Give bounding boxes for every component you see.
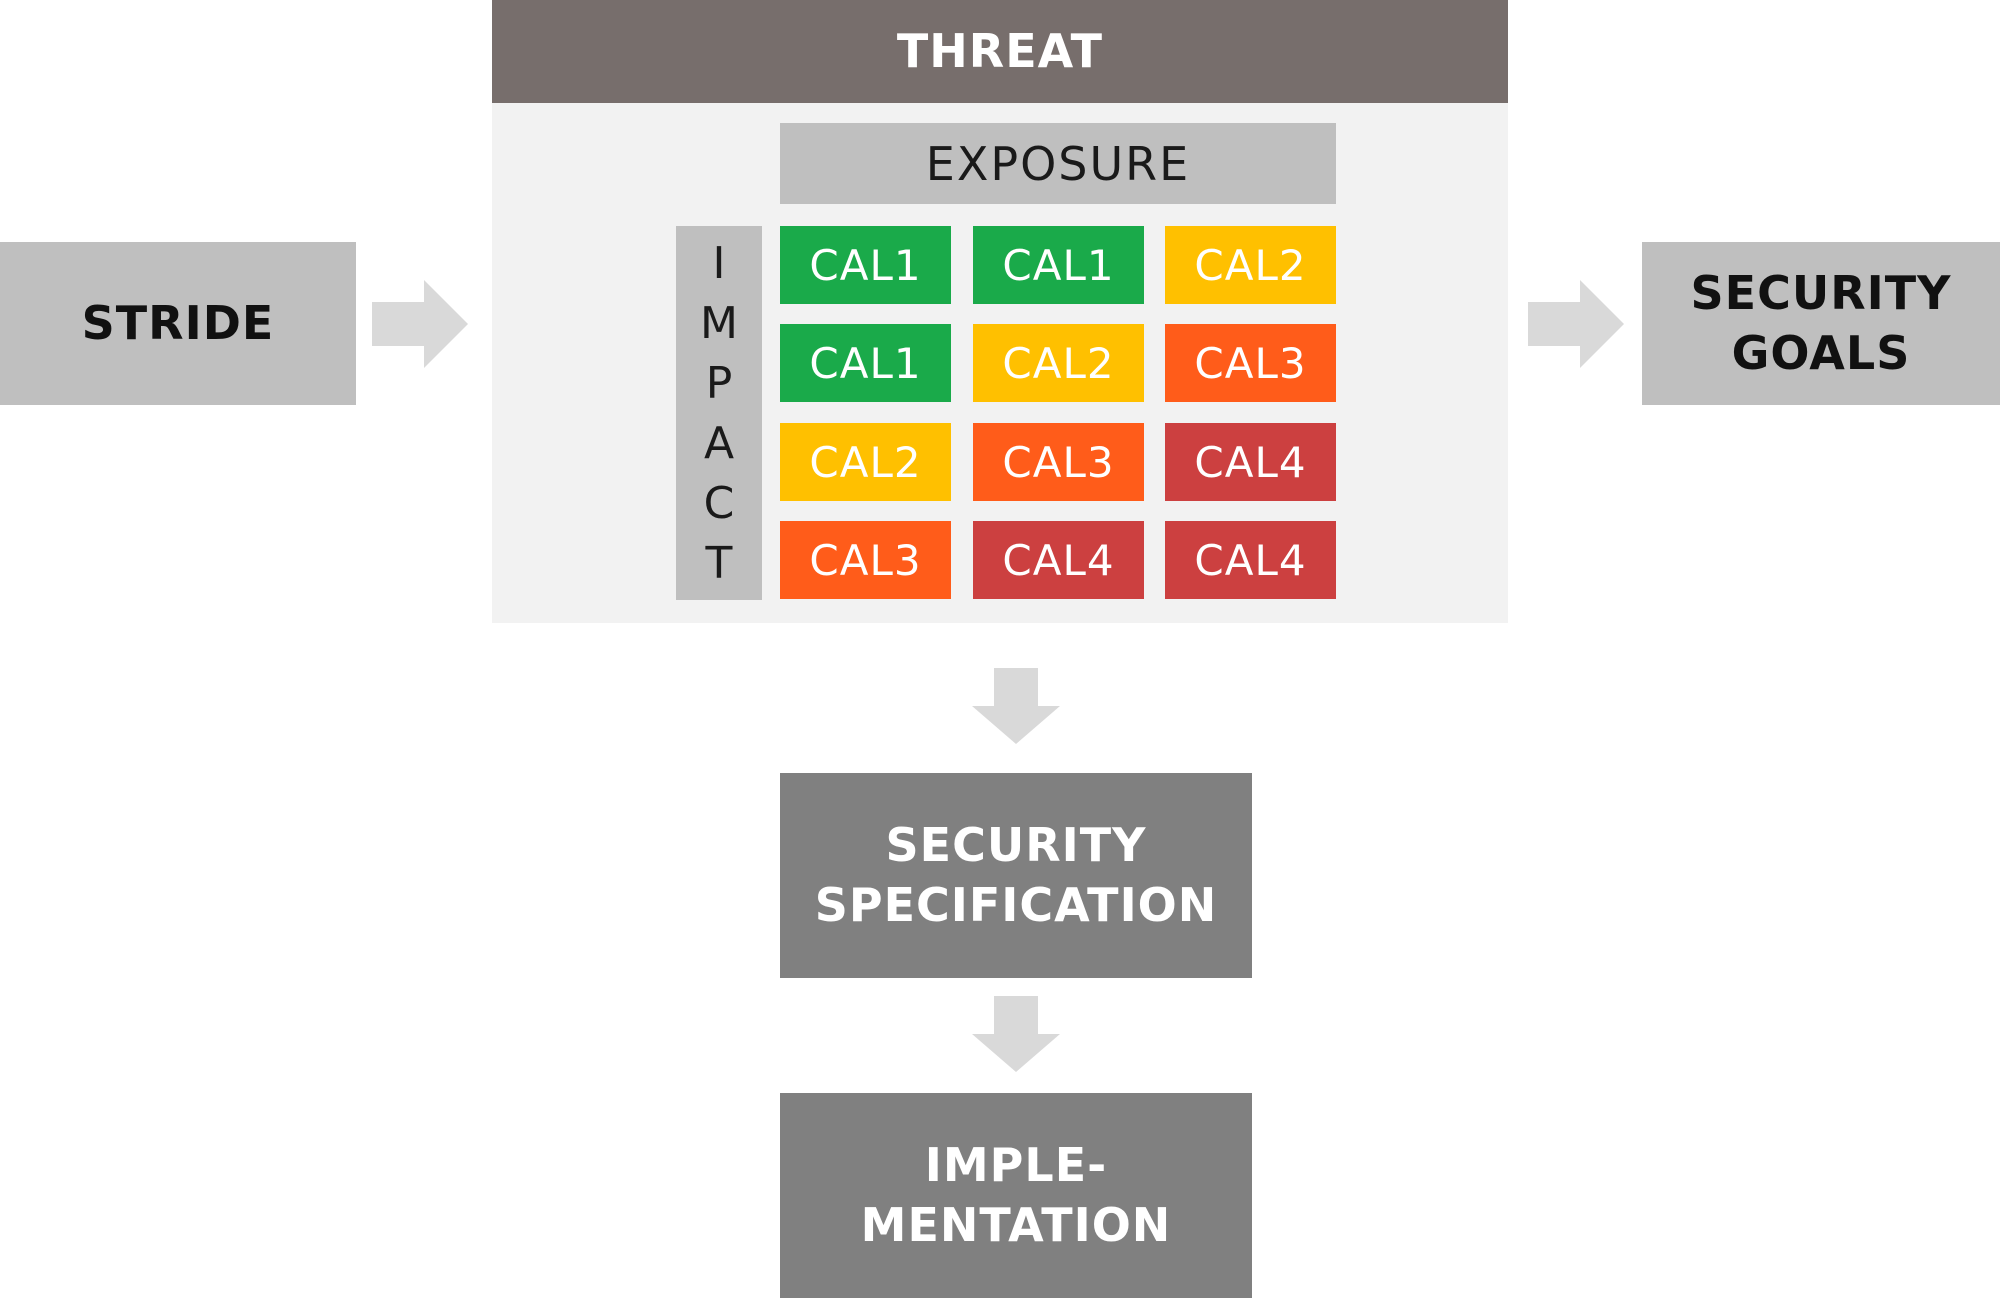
impact-letter: A <box>703 418 735 469</box>
security-goals-line2: GOALS <box>1731 325 1911 380</box>
matrix-cell: CAL1 <box>780 324 951 402</box>
impact-bar: I M P A C T <box>676 226 762 600</box>
matrix-cell: CAL3 <box>973 423 1144 501</box>
right-arrow-icon <box>372 280 468 368</box>
cell-label: CAL2 <box>1002 338 1115 388</box>
cell-label: CAL4 <box>1194 437 1307 487</box>
matrix-cell: CAL4 <box>973 521 1144 599</box>
down-arrow-icon <box>972 996 1060 1072</box>
threat-panel <box>492 0 1508 623</box>
threat-title: THREAT <box>896 23 1104 78</box>
cell-label: CAL1 <box>809 338 922 388</box>
implementation-box: IMPLE- MENTATION <box>780 1093 1252 1298</box>
exposure-label: EXPOSURE <box>925 136 1191 191</box>
impact-letter: M <box>700 298 738 349</box>
impact-letter: I <box>712 238 726 289</box>
security-specification-line2: SPECIFICATION <box>814 877 1218 932</box>
threat-header: THREAT <box>492 0 1508 103</box>
impact-letter: P <box>705 358 733 409</box>
matrix-cell: CAL2 <box>780 423 951 501</box>
matrix-cell: CAL4 <box>1165 521 1336 599</box>
exposure-bar: EXPOSURE <box>780 123 1336 204</box>
matrix-cell: CAL1 <box>780 226 951 304</box>
cell-label: CAL1 <box>809 240 922 290</box>
matrix-cell: CAL2 <box>973 324 1144 402</box>
cell-label: CAL3 <box>1002 437 1115 487</box>
stride-label: STRIDE <box>81 295 275 350</box>
cell-label: CAL4 <box>1194 535 1307 585</box>
matrix-cell: CAL4 <box>1165 423 1336 501</box>
matrix-cell: CAL1 <box>973 226 1144 304</box>
security-specification-line1: SECURITY <box>885 817 1147 872</box>
security-specification-box: SECURITY SPECIFICATION <box>780 773 1252 978</box>
security-goals-line1: SECURITY <box>1690 265 1952 320</box>
implementation-line1: IMPLE- <box>924 1137 1108 1192</box>
cell-label: CAL1 <box>1002 240 1115 290</box>
cell-label: CAL3 <box>1194 338 1307 388</box>
cell-label: CAL4 <box>1002 535 1115 585</box>
stride-box: STRIDE <box>0 242 356 405</box>
impact-letter: C <box>703 478 735 529</box>
implementation-line2: MENTATION <box>860 1197 1172 1252</box>
matrix-cell: CAL2 <box>1165 226 1336 304</box>
cell-label: CAL3 <box>809 535 922 585</box>
cell-label: CAL2 <box>809 437 922 487</box>
impact-letter: T <box>705 538 733 589</box>
cell-label: CAL2 <box>1194 240 1307 290</box>
security-goals-box: SECURITY GOALS <box>1642 242 2000 405</box>
down-arrow-icon <box>972 668 1060 744</box>
right-arrow-icon <box>1528 280 1624 368</box>
matrix-cell: CAL3 <box>780 521 951 599</box>
matrix-cell: CAL3 <box>1165 324 1336 402</box>
